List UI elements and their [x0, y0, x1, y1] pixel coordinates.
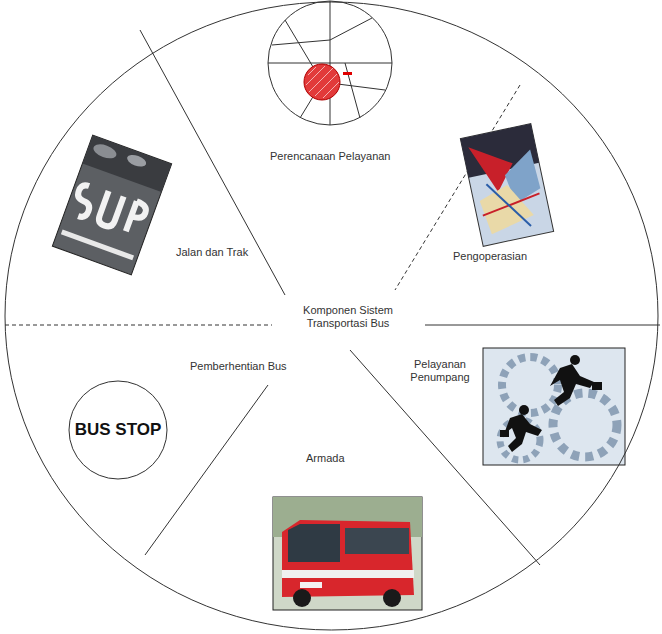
service-picture — [483, 348, 625, 465]
sector-label: Armada — [306, 452, 345, 465]
bus-photo — [273, 497, 422, 610]
divider-line — [425, 325, 660, 326]
components-circle: Komponen Sistem Transportasi BusBUS STOP — [4, 1, 659, 631]
sector-label: Pengoperasian — [453, 250, 527, 263]
sector-label: Pemberhentian Bus — [190, 360, 287, 373]
sector-label: Perencanaan Pelayanan — [270, 150, 390, 163]
divider-line — [5, 325, 272, 326]
road-photo — [52, 135, 171, 275]
bus-stop-circle: BUS STOP — [68, 380, 168, 480]
node-title: BUS STOP — [70, 420, 166, 440]
sector-label: Jalan dan Trak — [176, 246, 248, 259]
network-map — [268, 1, 392, 125]
sector-label: Pelayanan Penumpang — [400, 358, 480, 384]
node-title: Komponen Sistem Transportasi Bus — [293, 304, 403, 330]
map-brochure — [460, 124, 553, 247]
